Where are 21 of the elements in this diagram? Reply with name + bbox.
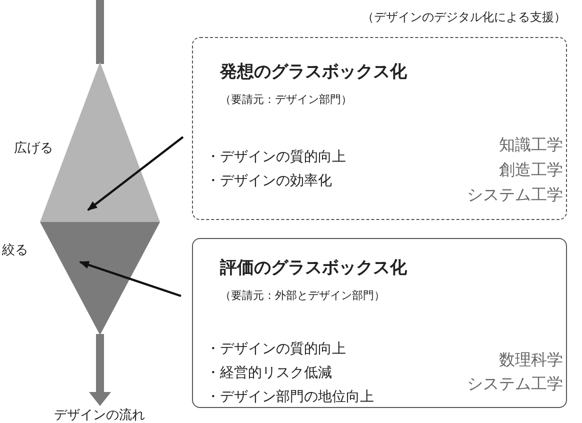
side-label: 広げる	[14, 142, 53, 155]
requester-note: （要請元：外部とデザイン部門）	[220, 290, 385, 301]
field-name: 数理科学	[499, 352, 563, 368]
panel	[192, 238, 567, 408]
heading: 発想のグラスボックス化	[220, 64, 407, 81]
support-note: （デザインのデジタル化による支援）	[362, 11, 566, 23]
field-name: システム工学	[467, 376, 563, 392]
side-label: 絞る	[2, 244, 28, 257]
bullet-item: ・デザイン部門の地位向上	[206, 390, 374, 404]
bullet-item: ・デザインの質的向上	[206, 342, 346, 356]
bullet-item: ・経営的リスク低減	[206, 366, 332, 380]
requester-note: （要請元：デザイン部門）	[220, 94, 352, 105]
bullet-item: ・デザインの効率化	[206, 174, 332, 188]
field-name: システム工学	[467, 187, 563, 203]
arrow	[87, 136, 184, 211]
flow-label: デザインの流れ	[54, 409, 145, 422]
field-name: 知識工学	[499, 137, 563, 153]
field-name: 創造工学	[499, 162, 563, 178]
bullet-item: ・デザインの質的向上	[206, 150, 346, 164]
heading: 評価のグラスボックス化	[220, 260, 407, 277]
arrow	[79, 260, 182, 298]
